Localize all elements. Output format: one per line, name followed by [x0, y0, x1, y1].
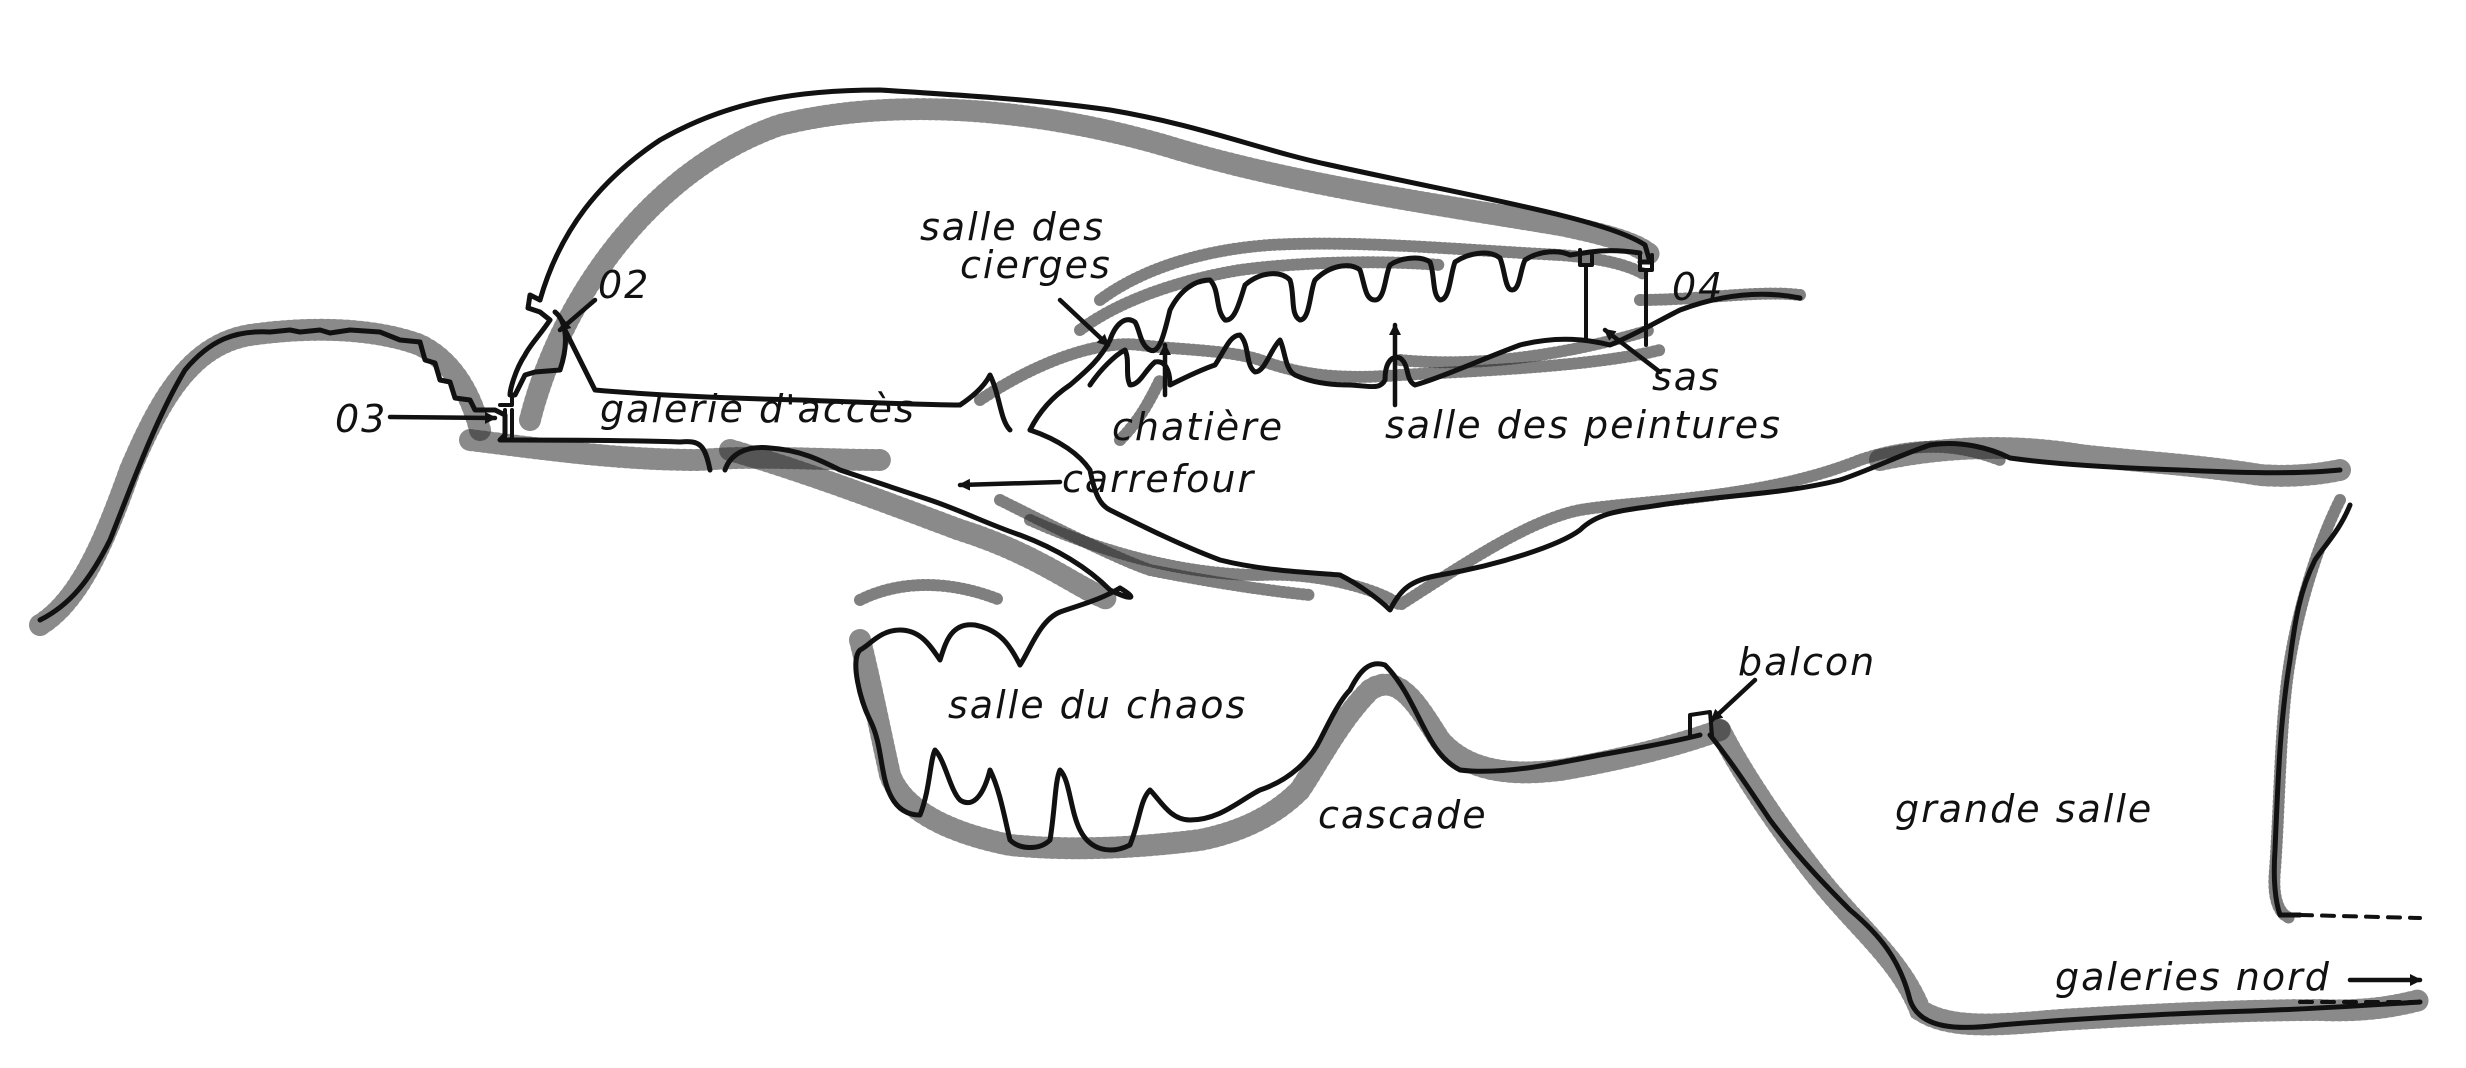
label-arrows [387, 297, 2423, 986]
arrow-balcon [1709, 677, 1758, 723]
label-sas: sas [1652, 355, 1721, 399]
arrow-02 [557, 297, 598, 333]
label-galeries-nord: galeries nord [2055, 955, 2331, 999]
carrefour-lower-wall [1027, 427, 2343, 613]
label-carrefour: carrefour [1062, 457, 1256, 501]
galerie-floor-wall [722, 444, 1134, 600]
label-salle-cierges-1: salle des [920, 205, 1105, 249]
arrow-cierges [1057, 297, 1111, 348]
salle-des-peintures-floor [1087, 291, 1803, 390]
entrance-02-wall [507, 292, 568, 398]
arrow-sas [1602, 327, 1663, 375]
balcon-marker [1688, 710, 1714, 737]
north-passage-dashes [2298, 913, 2422, 1004]
labels: 02 03 04 galerie d'accès salle des cierg… [335, 205, 2331, 999]
label-salle-des-peintures: salle des peintures [1385, 403, 1782, 447]
label-03: 03 [335, 397, 387, 441]
label-cascade: cascade [1318, 793, 1488, 837]
left-cliff-wall [37, 327, 713, 623]
entrance-03-marker [498, 393, 514, 442]
arrow-03 [387, 411, 498, 424]
label-04: 04 [1672, 265, 1724, 309]
label-02: 02 [598, 263, 650, 307]
label-grande-salle: grande salle [1895, 787, 2153, 831]
grande-salle-right-wall [2271, 502, 2353, 918]
label-salle-du-chaos: salle du chaos [948, 683, 1247, 727]
label-galerie-acces: galerie d'accès [600, 387, 916, 431]
label-balcon: balcon [1738, 640, 1876, 684]
sas-marker [1578, 248, 1654, 347]
cave-walls [37, 87, 2423, 1030]
carrefour-upper-wall [1027, 248, 1643, 433]
arrow-carrefour [957, 478, 1063, 491]
label-salle-cierges-2: cierges [960, 243, 1112, 287]
label-chatiere: chatière [1112, 405, 1284, 449]
salle-du-chaos-wall [853, 585, 1703, 853]
entrance-02-wall-b [562, 327, 1013, 433]
rock-stipple [29, 98, 2431, 1036]
grande-salle-floor-wall [1707, 732, 2423, 1030]
upper-ceiling-wall [537, 87, 1653, 303]
